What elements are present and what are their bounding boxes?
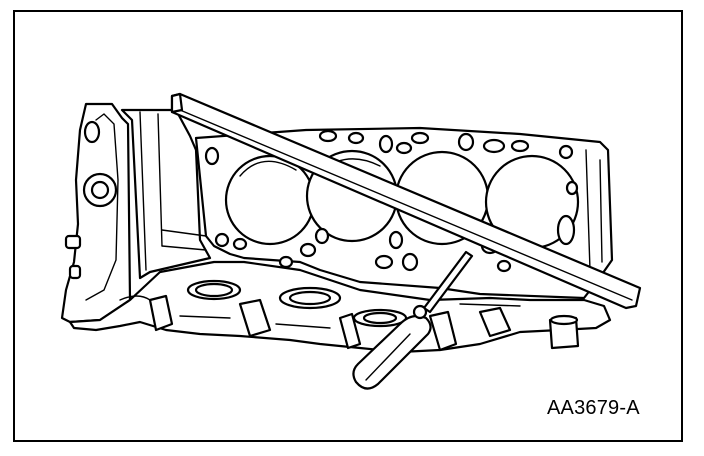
cylinder-block xyxy=(60,102,614,354)
figure-reference-code: AA3679-A xyxy=(547,397,640,419)
feeler-gauge-tool xyxy=(352,250,474,390)
straightedge-tool xyxy=(170,92,642,310)
